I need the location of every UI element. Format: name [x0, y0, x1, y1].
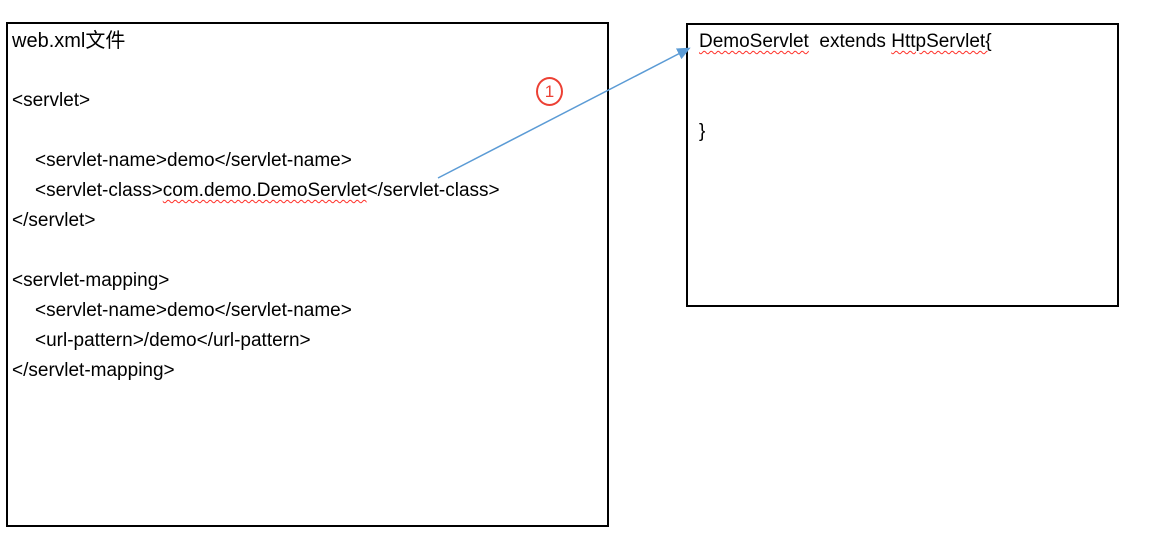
servlet-name-line: <servlet-name>demo</servlet-name> [35, 150, 352, 171]
servlet-mapping-close-tag: </servlet-mapping> [12, 360, 175, 381]
url-pattern-line: <url-pattern>/demo</url-pattern> [35, 330, 311, 351]
webxml-title: web.xml文件 [12, 30, 126, 52]
servlet-class-open-tag: <servlet-class> [35, 180, 163, 201]
servlet-mapping-open-tag: <servlet-mapping> [12, 270, 170, 291]
webxml-box: web.xml文件 <servlet> <servlet-name>demo</… [6, 22, 609, 527]
extends-keyword: extends [808, 31, 892, 52]
blank-line [12, 116, 607, 146]
step-number: 1 [544, 82, 555, 101]
closing-brace-line: } [699, 121, 706, 142]
class-name: DemoServlet [699, 31, 809, 52]
class-declaration-line: DemoServlet extends HttpServlet{ [699, 27, 1117, 57]
servlet-class-value: com.demo.DemoServlet [162, 180, 367, 201]
blank-line [12, 56, 607, 86]
servlet-close-tag: </servlet> [12, 210, 96, 231]
superclass-name: HttpServlet{ [891, 31, 992, 52]
servlet-open-tag: <servlet> [12, 90, 91, 111]
mapping-servlet-name-line: <servlet-name>demo</servlet-name> [35, 300, 352, 321]
servlet-class-line: <servlet-class>com.demo.DemoServlet</ser… [12, 176, 607, 206]
blank-line [12, 236, 607, 266]
servlet-class-close-tag: </servlet-class> [366, 180, 500, 201]
blank-line [699, 57, 1117, 87]
blank-line [699, 87, 1117, 117]
servlet-class-box: DemoServlet extends HttpServlet{ } [686, 23, 1119, 307]
step-annotation-circle: 1 [536, 77, 563, 106]
